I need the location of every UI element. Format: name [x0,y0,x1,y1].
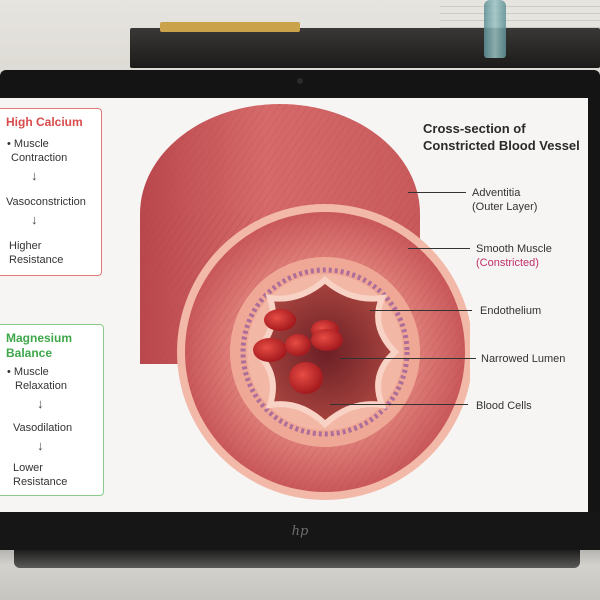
blood-cells-callout-line [330,404,468,405]
step-higher: Higher [9,240,42,252]
label-blood-cells: Blood Cells [476,400,532,412]
shelf [130,28,600,68]
step-vasoconstriction: Vasoconstriction [6,196,86,208]
smooth-muscle-callout-line [408,248,470,249]
magnesium-balance-panel: Magnesium Balance • Muscle Relaxation ↓ … [0,324,104,496]
step-contraction: Contraction [11,152,68,164]
label-narrowed-lumen: Narrowed Lumen [481,353,566,365]
down-arrow-icon: ↓ [31,212,38,227]
magnesium-balance-title: Magnesium Balance [6,331,73,360]
down-arrow-icon: ↓ [31,168,38,183]
blood-vessel-illustration [140,104,470,500]
step-muscle: • Muscle [7,138,49,150]
down-arrow-icon: ↓ [37,438,44,453]
laptop-chin [0,512,600,550]
down-arrow-icon: ↓ [37,396,44,411]
high-calcium-panel: High Calcium • Muscle Contraction ↓ Vaso… [0,108,102,276]
label-smooth-muscle: Smooth Muscle (Constricted) [476,242,552,270]
label-adventitia: Adventitia (Outer Layer) [472,186,537,214]
wall-panel [440,0,600,30]
diagram-title: Cross-section of Constricted Blood Vesse… [423,121,580,153]
step-resistance: Resistance [13,476,68,488]
smooth-muscle-sub-text: (Constricted) [476,257,539,269]
webcam [297,78,303,84]
screen: High Calcium • Muscle Contraction ↓ Vaso… [0,98,588,512]
laptop-hinge [14,550,580,568]
adventitia-text: Adventitia [472,187,521,199]
bottle [484,0,506,58]
step-relaxation: Relaxation [15,380,67,392]
step-muscle: • Muscle [7,366,49,378]
adventitia-sub-text: (Outer Layer) [472,201,538,213]
endothelium-callout-line [370,310,472,311]
step-resistance: Resistance [9,254,64,266]
narrowed-lumen-callout-line [340,358,476,359]
step-lower: Lower [13,462,43,474]
smooth-muscle-text: Smooth Muscle [476,243,552,255]
shelf-item [160,22,300,32]
high-calcium-title: High Calcium [6,115,83,129]
step-vasodilation: Vasodilation [13,422,73,434]
hp-logo: hp [291,524,309,539]
adventitia-callout-line [408,192,466,193]
label-endothelium: Endothelium [480,305,542,317]
